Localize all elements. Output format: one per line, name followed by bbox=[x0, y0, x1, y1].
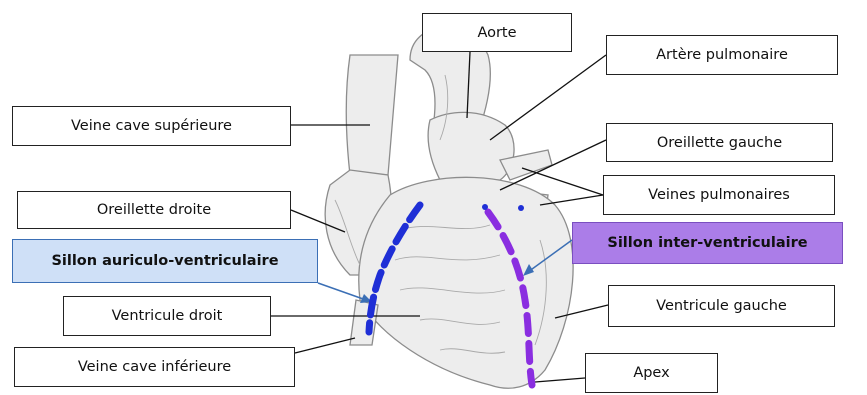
heart-illustration bbox=[325, 27, 573, 388]
label-oreillette-gauche: Oreillette gauche bbox=[606, 123, 833, 162]
label-sillon-inter-ventriculaire: Sillon inter-ventriculaire bbox=[572, 222, 843, 264]
vena-cava-superior-shape bbox=[346, 55, 398, 175]
label-ventricule-gauche: Ventricule gauche bbox=[608, 285, 835, 327]
label-ventricule-droit: Ventricule droit bbox=[63, 296, 271, 336]
label-veine-cave-inferieure: Veine cave inférieure bbox=[14, 347, 295, 387]
pointer-apex bbox=[535, 378, 585, 382]
label-apex: Apex bbox=[585, 353, 718, 393]
pointer-artere-pulmonaire bbox=[490, 55, 606, 140]
label-veines-pulmonaires: Veines pulmonaires bbox=[603, 175, 835, 215]
label-veine-cave-superieure: Veine cave supérieure bbox=[12, 106, 291, 146]
ventricles-shape bbox=[359, 177, 573, 388]
label-aorte: Aorte bbox=[422, 13, 572, 52]
pointer-veine-cave-inf bbox=[295, 338, 355, 353]
label-sillon-auriculo-ventriculaire: Sillon auriculo-ventriculaire bbox=[12, 239, 318, 283]
pulmonary-vein-dot-1 bbox=[482, 204, 488, 210]
label-artere-pulmonaire: Artère pulmonaire bbox=[606, 35, 838, 75]
pulmonary-vein-dot-2 bbox=[518, 205, 524, 211]
label-oreillette-droite: Oreillette droite bbox=[17, 191, 291, 229]
pulmonary-artery-shape bbox=[428, 112, 514, 180]
